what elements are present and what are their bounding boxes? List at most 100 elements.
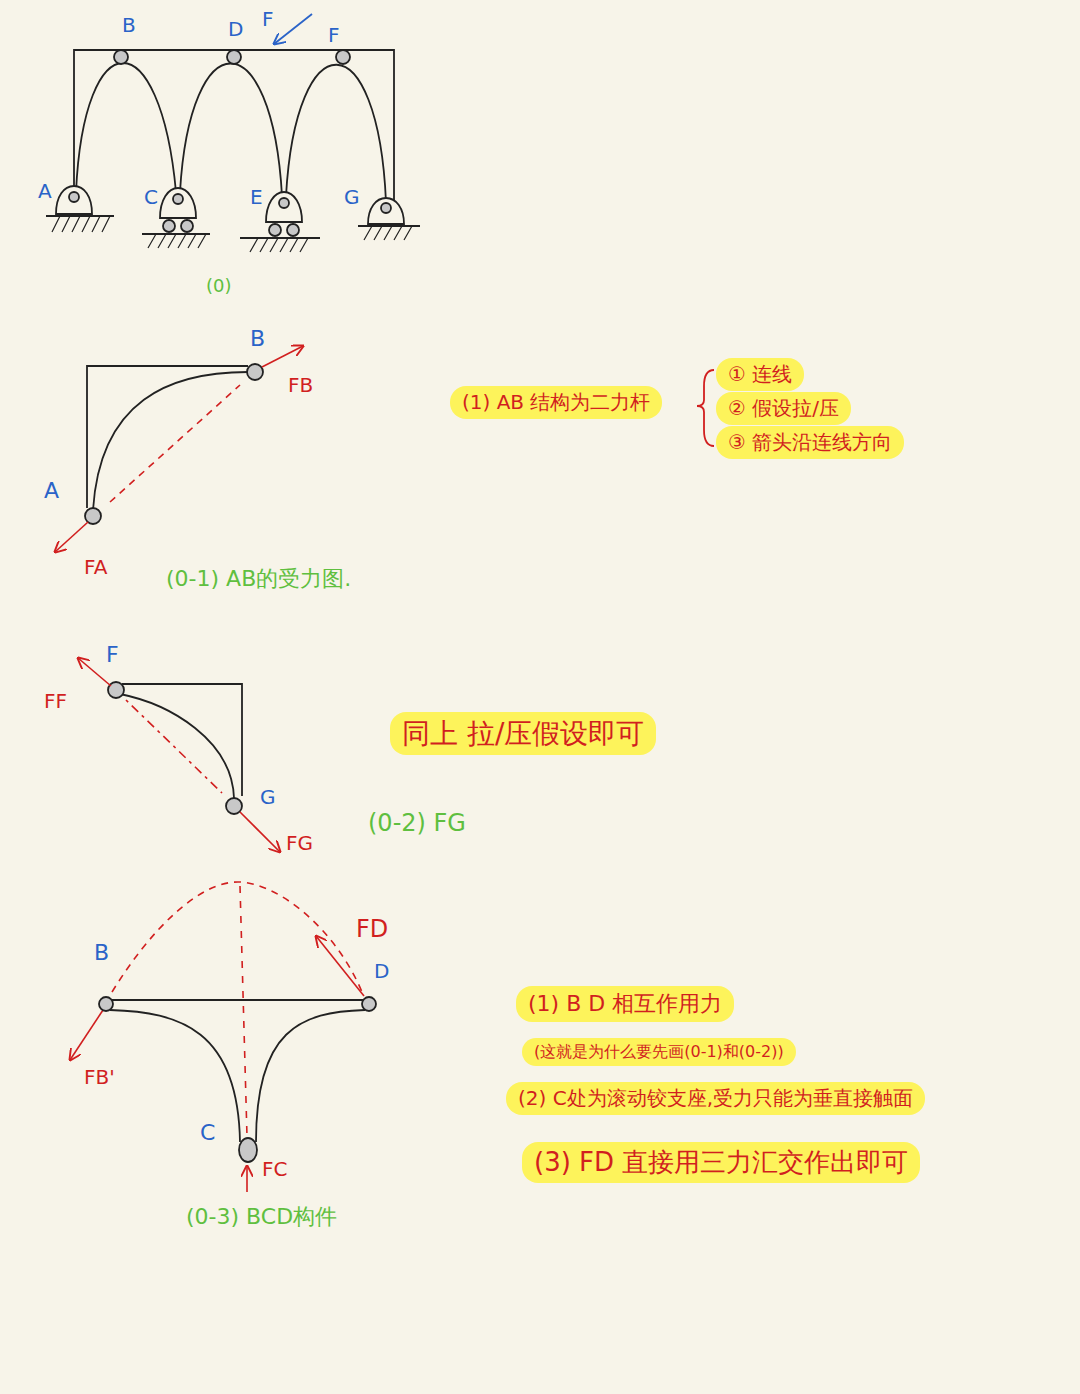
note-text: (3) FD 直接用三力汇交作出即可 (534, 1147, 908, 1177)
force-label: FD (356, 916, 388, 944)
bar-member (106, 999, 369, 1001)
pin (114, 50, 128, 64)
highlight-note: ① 连线 (716, 358, 804, 391)
pin (99, 997, 113, 1011)
ground-hatch (250, 238, 308, 252)
force-lines (78, 658, 280, 852)
brace (697, 370, 714, 446)
note-text: 同上 拉/压假设即可 (402, 717, 644, 750)
member-figure (99, 997, 376, 1162)
force-label: FB' (84, 1066, 115, 1089)
roller-wheel (287, 224, 299, 236)
pin (247, 364, 263, 380)
pin (69, 192, 79, 202)
pin-support (368, 198, 404, 224)
point-label: A (38, 180, 52, 203)
arch-member (180, 63, 282, 196)
force-arrow (70, 1010, 103, 1060)
force-label: FC (262, 1158, 287, 1181)
force-lines (55, 346, 303, 552)
ground-hatch (364, 226, 412, 240)
ground-hatch (148, 234, 206, 248)
roller-wheel (269, 224, 281, 236)
force-label: FA (84, 556, 107, 579)
member-figure (108, 682, 242, 814)
force-arrow (316, 936, 364, 996)
note-text: (这就是为什么要先画(0-1)和(0-2)) (534, 1042, 784, 1061)
pin-support (56, 186, 92, 214)
note-text: ③ 箭头沿连线方向 (728, 430, 892, 454)
point-label: F (106, 642, 119, 667)
highlight-note: (1) B D 相互作用力 (516, 986, 734, 1022)
arch-member (120, 694, 234, 798)
line-of-action (112, 882, 362, 992)
figure-caption: (0-2) FG (368, 810, 466, 838)
pin (362, 997, 376, 1011)
highlight-note: (2) C处为滚动铰支座,受力只能为垂直接触面 (506, 1082, 925, 1115)
force-arrow (262, 346, 303, 367)
highlight-note: (1) AB 结构为二力杆 (450, 386, 662, 419)
point-label: F (328, 24, 340, 47)
force-label: FB (288, 374, 313, 397)
force-lines (70, 882, 364, 1192)
pin (279, 198, 289, 208)
note-text: ② 假设拉/压 (728, 396, 839, 420)
point-label: F (262, 8, 274, 31)
highlight-note: ② 假设拉/压 (716, 392, 851, 425)
arch-member (286, 65, 386, 202)
note-text: ① 连线 (728, 362, 792, 386)
structure-figure (46, 50, 420, 252)
highlight-note: ③ 箭头沿连线方向 (716, 426, 904, 459)
force-arrow (246, 1166, 248, 1192)
pin (336, 50, 350, 64)
pin (227, 50, 241, 64)
line-of-action (240, 886, 247, 1136)
force-arrow (55, 522, 88, 552)
pin (226, 798, 242, 814)
force-label: FG (286, 832, 313, 855)
arch-member (76, 63, 176, 192)
pin (173, 194, 183, 204)
highlight-note: (这就是为什么要先画(0-1)和(0-2)) (522, 1038, 796, 1066)
roller-support (160, 188, 196, 218)
pin (108, 682, 124, 698)
point-label: B (94, 940, 109, 965)
highlight-note: 同上 拉/压假设即可 (390, 712, 656, 755)
highlight-note: (3) FD 直接用三力汇交作出即可 (522, 1142, 920, 1183)
frame-member (122, 684, 242, 796)
ground-hatch (52, 216, 110, 232)
point-label: A (44, 478, 59, 503)
point-label: D (228, 18, 243, 41)
figure-caption: (0) (206, 276, 232, 297)
pin (381, 203, 391, 213)
ground-line (358, 225, 420, 227)
roller-wheel (181, 220, 193, 232)
point-label: G (344, 186, 360, 209)
point-label: C (200, 1120, 215, 1145)
point-label: B (250, 326, 265, 351)
figure-caption: (0-1) AB的受力图. (166, 566, 351, 591)
arch-member (256, 1010, 365, 1142)
line-of-action (110, 385, 240, 502)
member-figure (85, 364, 263, 524)
force-label: FF (44, 690, 67, 713)
line-of-action (126, 700, 222, 793)
arch-member (93, 372, 248, 510)
point-label: E (250, 186, 263, 209)
point-label: D (374, 960, 389, 983)
note-text: (1) B D 相互作用力 (528, 991, 722, 1016)
point-label: G (260, 786, 276, 809)
force-arrow (240, 812, 280, 852)
arch-member (110, 1010, 240, 1142)
frame-member (74, 50, 394, 200)
roller-support (266, 192, 302, 222)
figure-caption: (0-3) BCD构件 (186, 1204, 337, 1229)
note-text: (2) C处为滚动铰支座,受力只能为垂直接触面 (518, 1086, 913, 1110)
point-label: C (144, 186, 158, 209)
note-text: (1) AB 结构为二力杆 (462, 390, 650, 414)
force-arrow (274, 14, 312, 44)
pin (239, 1138, 257, 1162)
point-label: B (122, 14, 136, 37)
